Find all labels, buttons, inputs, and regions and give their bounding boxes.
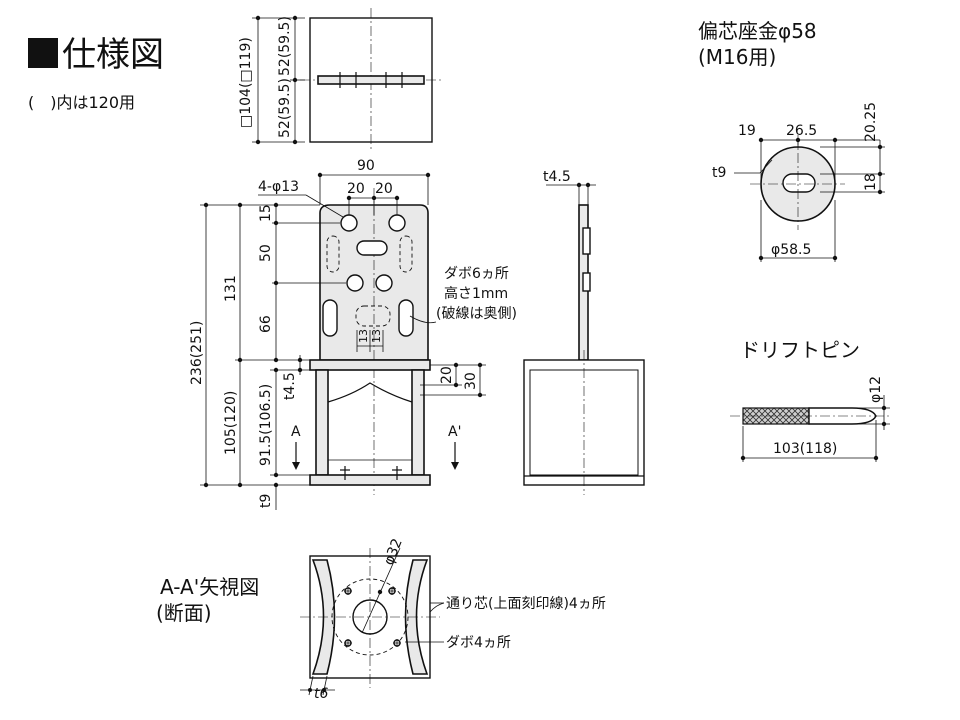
top-view: □104(□119) 52(59.5) 52(59.5) xyxy=(238,8,442,150)
washer-dim-26-5: 26.5 xyxy=(786,123,817,139)
dim-t9: t9 xyxy=(258,494,274,508)
dim-131: 131 xyxy=(223,275,239,302)
washer-slot xyxy=(782,173,816,193)
dim-width: 90 xyxy=(357,158,375,174)
dim-pitch-right: 20 xyxy=(375,181,393,197)
dim-total-height: 236(251) xyxy=(189,321,205,385)
bolt-hole-top-left xyxy=(340,214,358,232)
washer-dim-dia: φ58.5 xyxy=(771,242,811,258)
top-dim-size: □104(□119) xyxy=(238,37,254,128)
section-dim-t6: t6 xyxy=(314,686,328,702)
washer-dim-20-25: 20.25 xyxy=(863,102,879,142)
dim-15: 15 xyxy=(258,204,274,222)
dim-holes: 4-φ13 xyxy=(258,179,299,195)
base-side-right xyxy=(411,369,425,476)
dim-50: 50 xyxy=(258,244,274,262)
washer-dim-t9: t9 xyxy=(712,165,726,181)
page-title: 仕様図 xyxy=(62,35,164,75)
dim-30: 30 xyxy=(463,372,479,390)
dim-66: 66 xyxy=(258,315,274,333)
bolt-hole-mid-left xyxy=(346,274,364,292)
section-note-dowel: ダボ4ヵ所 xyxy=(446,635,511,651)
bolt-hole-mid-right xyxy=(375,274,393,292)
side-dim-t4-5: t4.5 xyxy=(543,169,571,185)
washer-detail: 偏芯座金φ58 (M16用) 19 26.5 20.25 18 t9 φ58.5 xyxy=(698,19,885,262)
pin-dim-length: 103(118) xyxy=(773,441,837,457)
dim-13-right: 13 xyxy=(370,329,383,343)
dim-13-left: 13 xyxy=(357,329,370,343)
base-bottom-plate xyxy=(309,474,431,486)
slot-center xyxy=(356,240,388,256)
base-side-left xyxy=(315,369,329,476)
washer-dim-18: 18 xyxy=(863,173,879,191)
top-view-plate xyxy=(317,75,425,85)
title-note: ( )内は120用 xyxy=(28,93,135,112)
section-mark-a-prime: A' xyxy=(448,424,461,440)
bolt-hole-top-right xyxy=(388,214,406,232)
top-dim-upper: 52(59.5) xyxy=(277,16,293,76)
dowel-note-1: ダボ6ヵ所 xyxy=(444,266,509,282)
pin-dim-dia: φ12 xyxy=(868,376,884,403)
slot-left xyxy=(322,299,338,337)
section-title: A-A'矢視図 xyxy=(160,575,259,599)
side-view: t4.5 xyxy=(523,169,645,495)
title-block: 仕様図 ( )内は120用 xyxy=(28,35,164,112)
dowel-note-3: (破線は奥側) xyxy=(436,305,517,322)
title-square-icon xyxy=(28,38,58,68)
dim-pitch-left: 20 xyxy=(347,181,365,197)
dim-20: 20 xyxy=(439,366,455,384)
front-view: A A' 90 20 20 4-φ13 xyxy=(189,158,517,510)
base-top-plate xyxy=(309,359,431,371)
top-dim-lower: 52(59.5) xyxy=(277,78,293,138)
dim-105: 105(120) xyxy=(223,391,239,455)
dim-91-5: 91.5(106.5) xyxy=(258,384,274,466)
section-note-core: 通り芯(上面刻印線)4ヵ所 xyxy=(446,596,606,612)
washer-dim-19: 19 xyxy=(738,123,756,139)
slot-right xyxy=(398,299,414,337)
section-view: A-A'矢視図 (断面) φ32 通り芯(上面刻印線)4ヵ所 ダボ4ヵ所 t6 xyxy=(156,536,606,702)
washer-subtitle: (M16用) xyxy=(698,45,776,69)
pin-title: ドリフトピン xyxy=(740,338,860,362)
section-subtitle: (断面) xyxy=(156,601,212,625)
section-mark-a: A xyxy=(291,424,301,440)
dim-t4-5: t4.5 xyxy=(282,372,298,400)
drift-pin-detail: ドリフトピン φ12 103(118) xyxy=(730,338,892,462)
dowel-note-2: 高さ1mm xyxy=(444,285,508,302)
washer-title: 偏芯座金φ58 xyxy=(698,19,817,43)
